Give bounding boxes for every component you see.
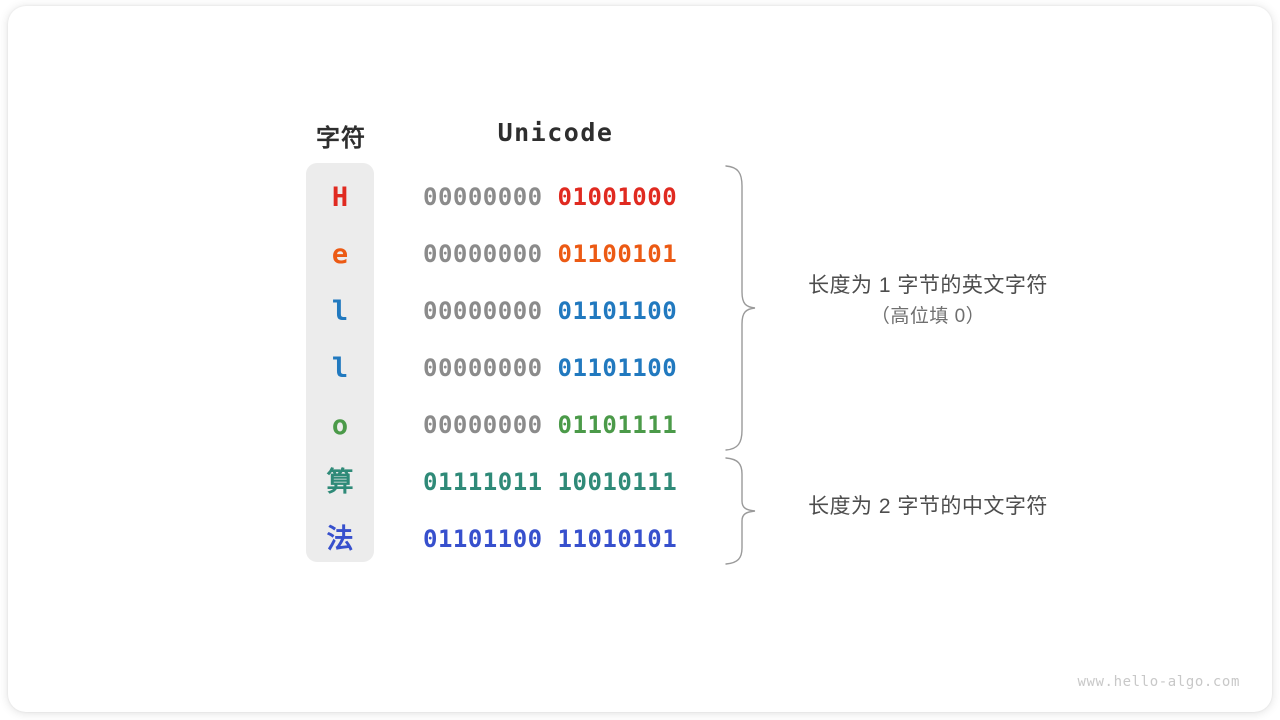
annotation-double-byte: 长度为 2 字节的中文字符 xyxy=(778,491,1078,523)
table-row: e 00000000 01100101 xyxy=(8,226,1272,283)
row-high-byte: 00000000 xyxy=(423,354,543,382)
character-column-background xyxy=(306,163,374,562)
row-low-byte: 01001000 xyxy=(557,183,678,211)
row-binary-value: 00000000 01101100 xyxy=(423,283,693,340)
row-binary-value: 01111011 10010111 xyxy=(423,454,693,511)
row-low-byte: 01101100 xyxy=(557,297,678,325)
annotation-double-byte-line1: 长度为 2 字节的中文字符 xyxy=(808,495,1048,518)
row-low-byte: 10010111 xyxy=(557,468,678,496)
annotation-single-byte-line1: 长度为 1 字节的英文字符 xyxy=(808,274,1048,297)
unicode-encoding-figure: 字符 Unicode H 00000000 01001000 e 00000000 0… xyxy=(8,6,1272,712)
row-high-byte: 00000000 xyxy=(423,183,543,211)
row-low-byte: 01101111 xyxy=(557,411,678,439)
row-low-byte: 11010101 xyxy=(557,525,678,553)
byte-separator xyxy=(543,468,558,496)
byte-separator xyxy=(543,411,558,439)
column-header-unicode: Unicode xyxy=(497,118,614,147)
row-character: l xyxy=(331,353,349,384)
row-character: o xyxy=(331,410,349,441)
annotation-single-byte-line2: （高位填 0） xyxy=(870,306,986,327)
row-low-byte: 01101100 xyxy=(557,354,678,382)
byte-separator xyxy=(543,183,558,211)
row-character: H xyxy=(331,182,349,213)
table-row: H 00000000 01001000 xyxy=(8,169,1272,226)
annotation-single-byte: 长度为 1 字节的英文字符 （高位填 0） xyxy=(778,270,1078,332)
row-high-byte: 01111011 xyxy=(423,468,543,496)
brace-single-byte-group xyxy=(722,164,758,452)
row-high-byte: 00000000 xyxy=(423,297,543,325)
table-row: o 00000000 01101111 xyxy=(8,397,1272,454)
brace-double-byte-group xyxy=(722,456,758,566)
row-low-byte: 01100101 xyxy=(557,240,678,268)
row-high-byte: 01101100 xyxy=(423,525,543,553)
row-character: 算 xyxy=(326,467,354,498)
row-character: 法 xyxy=(326,524,354,555)
table-row: 算 01111011 10010111 xyxy=(8,454,1272,511)
row-binary-value: 00000000 01101100 xyxy=(423,340,693,397)
table-row: l 00000000 01101100 xyxy=(8,283,1272,340)
row-high-byte: 00000000 xyxy=(423,411,543,439)
row-binary-value: 00000000 01100101 xyxy=(423,226,693,283)
byte-separator xyxy=(543,240,558,268)
row-high-byte: 00000000 xyxy=(423,240,543,268)
row-binary-value: 01101100 11010101 xyxy=(423,511,693,568)
table-row: l 00000000 01101100 xyxy=(8,340,1272,397)
figure-card: 字符 Unicode H 00000000 01001000 e 00000000 0… xyxy=(8,6,1272,712)
byte-separator xyxy=(543,525,558,553)
byte-separator xyxy=(543,297,558,325)
row-binary-value: 00000000 01001000 xyxy=(423,169,693,226)
row-character: l xyxy=(331,296,349,327)
watermark-url: www.hello-algo.com xyxy=(1077,674,1240,690)
table-row: 法 01101100 11010101 xyxy=(8,511,1272,568)
byte-separator xyxy=(543,354,558,382)
row-character: e xyxy=(331,239,349,270)
column-header-character: 字符 xyxy=(316,125,366,152)
row-binary-value: 00000000 01101111 xyxy=(423,397,693,454)
